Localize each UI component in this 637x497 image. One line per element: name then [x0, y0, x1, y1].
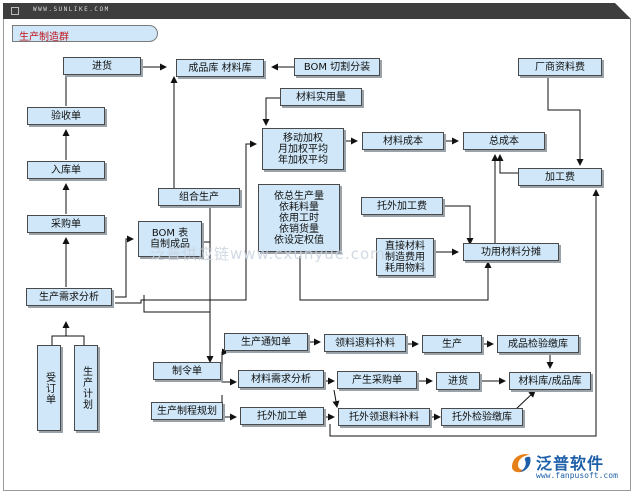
brand-logo: 泛普软件 www.fanpusoft.com: [508, 449, 618, 480]
node-chengpinjianyan-label: 成品检验缴库: [508, 338, 568, 350]
zj-line-1: 直接材料: [385, 240, 425, 252]
node-jiagongfei-label: 加工费: [545, 171, 575, 183]
node-cailiaochengben-label: 材料成本: [383, 135, 423, 147]
top-banner: WWW.SUNLIKE.COM: [3, 3, 631, 19]
node-cailiaoxuqiu: 材料需求分析: [238, 370, 324, 388]
bom-line-2: 自制成品: [150, 239, 190, 250]
node-jinhuo-top-label: 进货: [92, 60, 112, 72]
node-jiagongfei: 加工费: [518, 168, 602, 186]
brand-swirl-icon: [512, 454, 531, 473]
node-chengpinjianyan: 成品检验缴库: [497, 335, 579, 353]
node-shengchan-label: 生产: [442, 338, 462, 350]
node-changshang-label: 厂商资料费: [535, 61, 585, 73]
brand-site: www.fanpusoft.com: [536, 471, 618, 480]
node-zongchengben: 总成本: [463, 132, 545, 150]
node-zongchengben-label: 总成本: [489, 135, 519, 147]
node-tuowai-lingliao-label: 托外领退料补料: [349, 411, 419, 423]
node-zhiling: 制令单: [153, 362, 221, 380]
node-kucun: 材料库/成品库: [509, 372, 591, 390]
section-title: 生产制造群: [19, 32, 69, 43]
node-changshang: 厂商资料费: [518, 58, 602, 76]
node-guihua-label: 生产制程规划: [157, 405, 217, 417]
node-xuqiu: 生产需求分析: [26, 288, 112, 306]
node-cailiaoshiyong: 材料实用量: [280, 88, 362, 106]
node-caigou: 采购单: [27, 215, 105, 233]
node-tongzhi-label: 生产通知单: [241, 336, 291, 348]
node-yanshoudan-label: 验收单: [51, 110, 81, 122]
node-direct-material: 直接材料 制造费用 耗用物料: [376, 238, 434, 276]
banner-square-icon: [11, 7, 19, 15]
node-tuowai-dan-label: 托外加工单: [257, 410, 307, 422]
node-chengpinku-label: 成品库 材料库: [188, 62, 252, 74]
banner-url: WWW.SUNLIKE.COM: [33, 6, 110, 13]
banner-corner: [615, 3, 631, 19]
node-bom-zizhi: BOM 表 自制成品: [138, 221, 202, 257]
node-chanshengcaigou-label: 产生采购单: [352, 374, 402, 386]
node-tuowai-fee: 托外加工费: [361, 197, 443, 215]
node-bom-switch: BOM 切割分装: [294, 58, 380, 76]
node-gongyong: 功用材料分摊: [463, 243, 559, 261]
node-zuhe-label: 组合生产: [179, 191, 219, 203]
node-shoudingdan-label: 受订单: [43, 371, 55, 405]
bom-line-1: BOM 表: [151, 228, 189, 239]
node-cailiaoxuqiu-label: 材料需求分析: [251, 373, 311, 385]
node-rukudan: 入库单: [27, 161, 105, 179]
node-caigou-label: 采购单: [51, 218, 81, 230]
node-zhiling-label: 制令单: [172, 365, 202, 377]
node-tuowai-fee-label: 托外加工费: [377, 200, 427, 212]
ydjq-line-2: 月加权平均: [278, 143, 328, 155]
yi-line-3: 依用工时: [279, 212, 319, 224]
node-jinhuo-top: 进货: [63, 57, 141, 75]
node-chanshengcaigou: 产生采购单: [337, 371, 417, 389]
node-tuowai-jianyan-label: 托外检验缴库: [452, 411, 512, 423]
node-jinhuo-bottom: 进货: [436, 372, 480, 390]
ydjq-line-1: 移动加权: [283, 132, 323, 144]
node-cailiaochengben: 材料成本: [362, 132, 444, 150]
zj-line-3: 耗用物料: [385, 262, 425, 274]
brand-name: 泛普软件: [536, 454, 605, 473]
node-yidongjiaquan: 移动加权 月加权平均 年加权平均: [262, 128, 344, 170]
node-zuhe: 组合生产: [158, 188, 240, 206]
node-shengchanjihua-label: 生产计划: [80, 366, 92, 410]
yi-line-5: 依设定权值: [274, 234, 324, 246]
node-tuowai-dan: 托外加工单: [240, 407, 324, 425]
node-jinhuo-bottom-label: 进货: [448, 375, 468, 387]
node-lingliao-label: 领料退料补料: [335, 337, 395, 349]
node-rukudan-label: 入库单: [51, 164, 81, 176]
node-gongyong-label: 功用材料分摊: [481, 246, 541, 258]
node-shengchanjihua: 生产计划: [74, 345, 98, 431]
watermark-text: 泛普供应链www.cxunyue.com: [150, 245, 386, 263]
node-guihua: 生产制程规划: [151, 402, 223, 420]
node-lingliao: 领料退料补料: [324, 334, 406, 352]
node-shoudingdan: 受订单: [37, 345, 61, 431]
node-xuqiu-label: 生产需求分析: [39, 291, 99, 303]
ydjq-line-3: 年加权平均: [278, 154, 328, 166]
node-cailiaoshiyong-label: 材料实用量: [296, 91, 346, 103]
node-kucun-label: 材料库/成品库: [518, 375, 582, 387]
node-chengpinku: 成品库 材料库: [176, 59, 264, 77]
node-tuowai-jianyan: 托外检验缴库: [441, 408, 523, 426]
node-tongzhi: 生产通知单: [224, 333, 308, 351]
node-tuowai-lingliao: 托外领退料补料: [338, 408, 430, 426]
yi-line-1: 依总生产量: [274, 190, 324, 202]
yi-line-2: 依耗料量: [279, 201, 319, 213]
node-bom-switch-label: BOM 切割分装: [303, 61, 371, 73]
zj-line-2: 制造费用: [385, 251, 425, 263]
node-yanshoudan: 验收单: [27, 107, 105, 125]
section-title-tab: 生产制造群: [12, 25, 158, 43]
yi-line-4: 依销货量: [279, 223, 319, 235]
node-shengchan: 生产: [422, 335, 482, 353]
node-allocation-basis: 依总生产量 依耗料量 依用工时 依销货量 依设定权值: [258, 184, 340, 252]
